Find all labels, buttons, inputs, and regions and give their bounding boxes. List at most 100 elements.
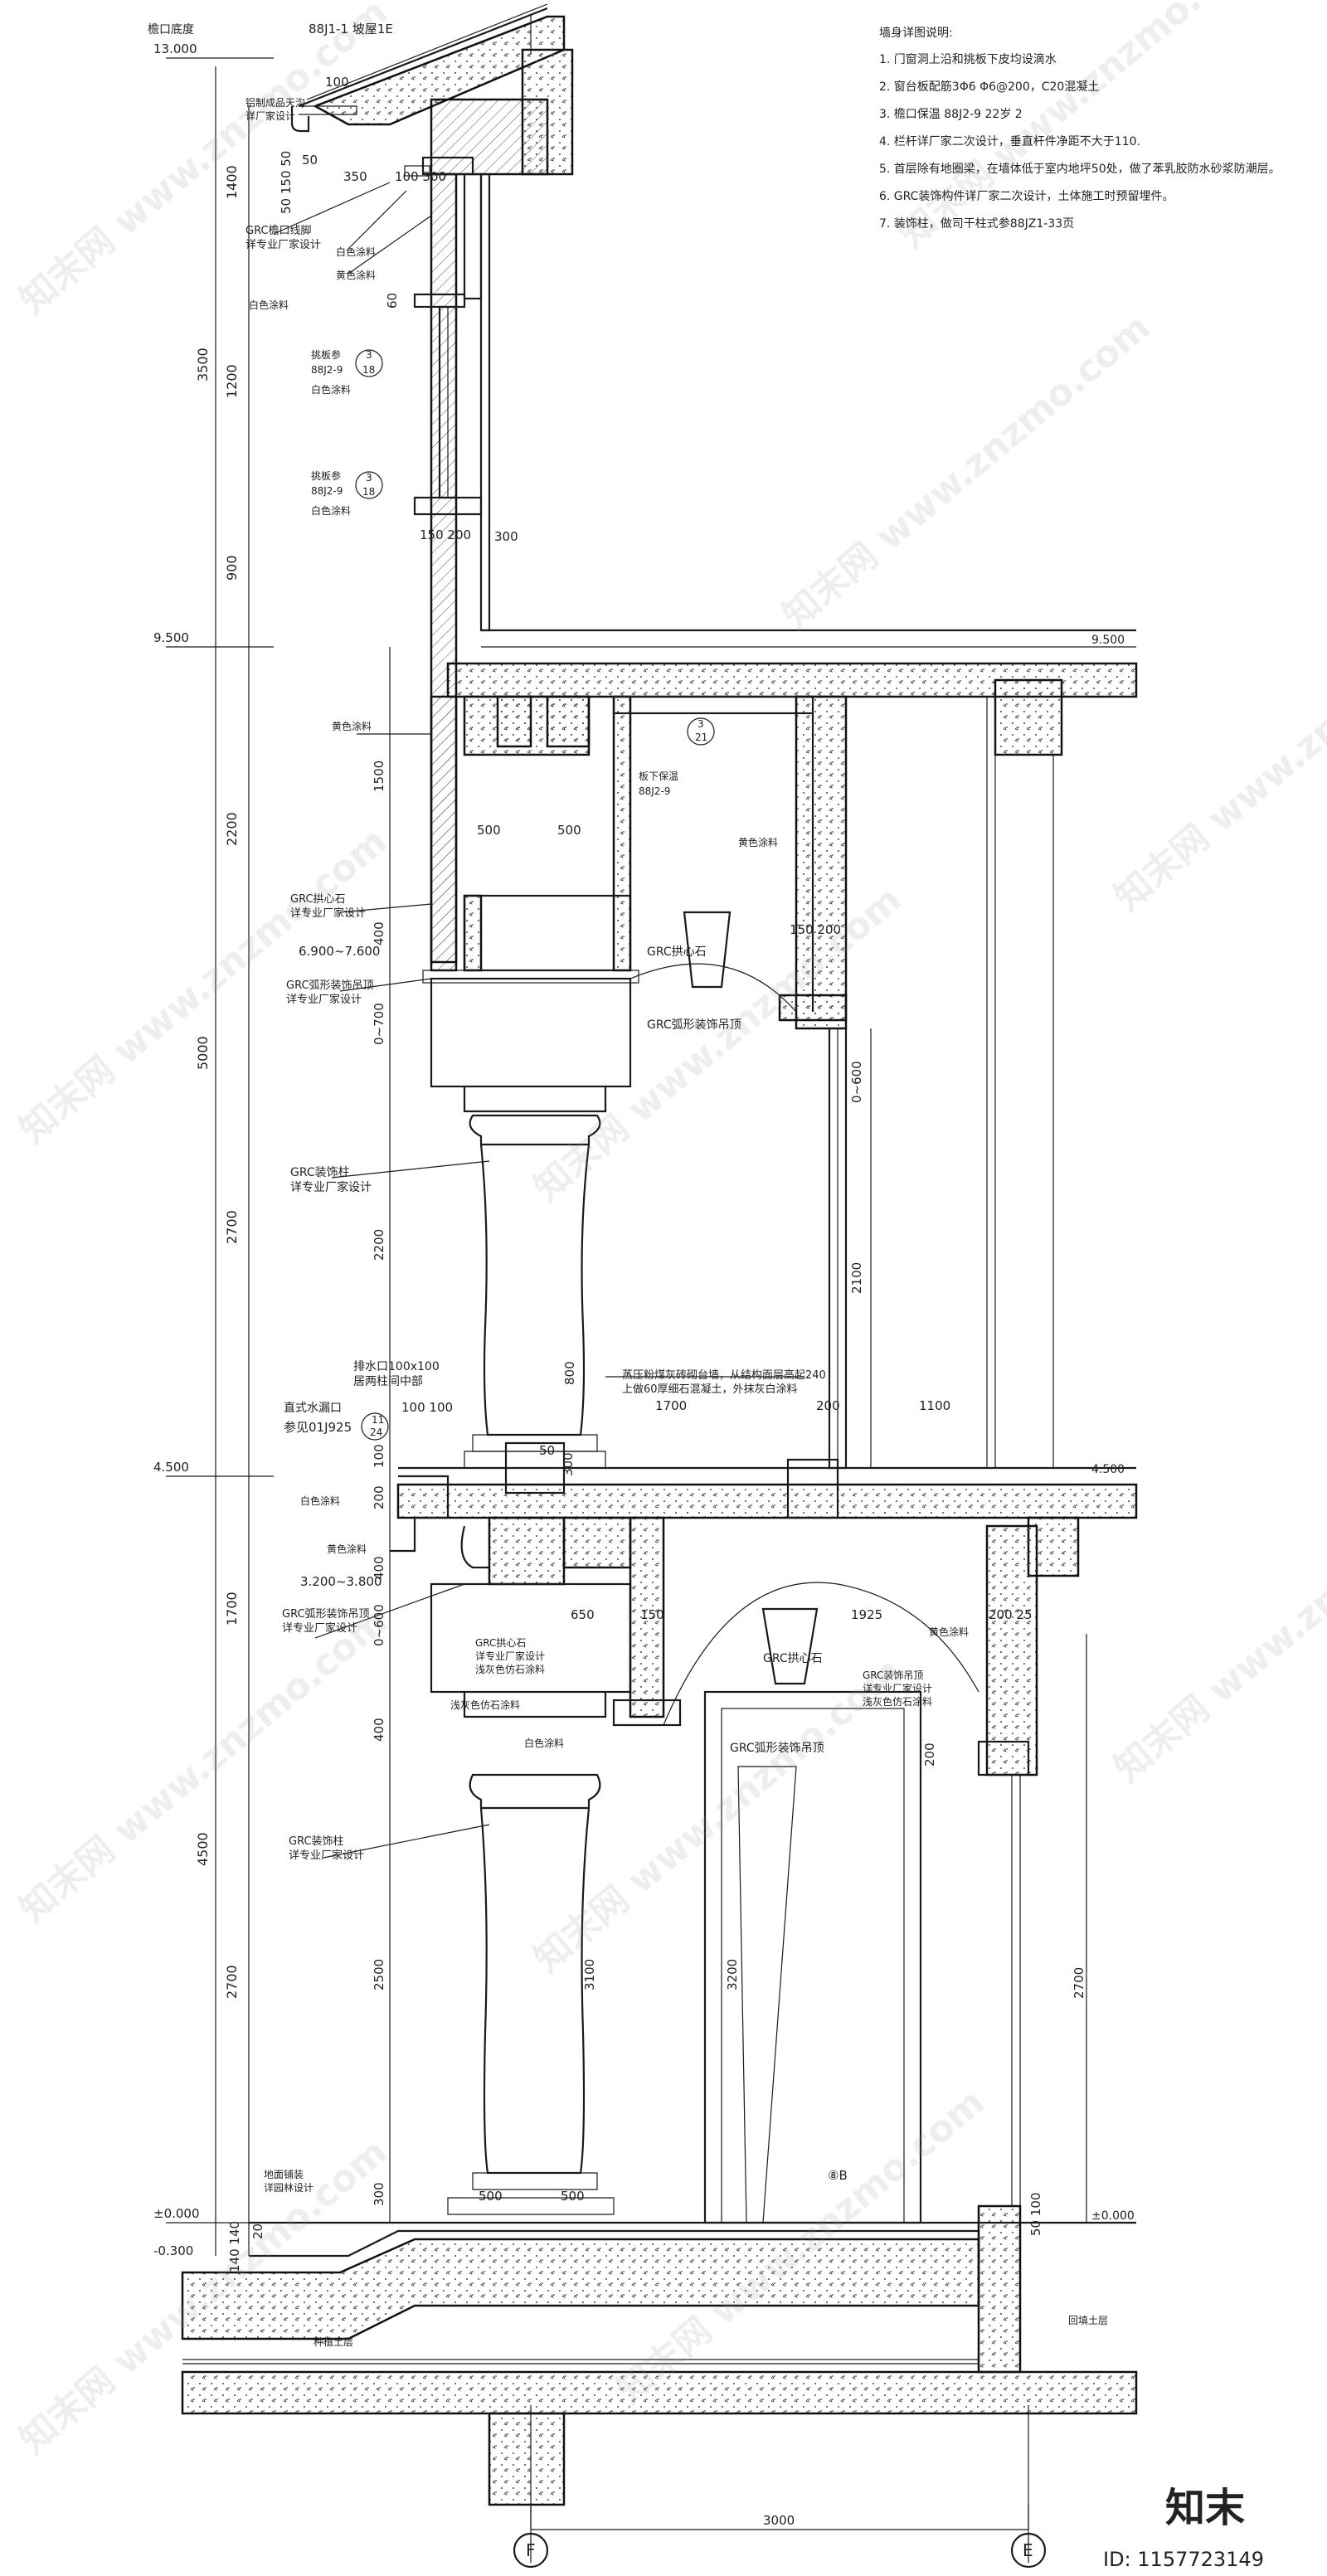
dimension-value: 300 xyxy=(561,1452,576,1476)
svg-text:知末网 www.znzmo.com: 知末网 www.znzmo.com xyxy=(526,878,909,1209)
reference-number: 3 xyxy=(366,472,372,484)
reference-number: 18 xyxy=(362,486,375,498)
dimension-value: 3200 xyxy=(725,1959,740,1990)
ground xyxy=(181,2204,1138,2506)
annotation-text: 墙身详图说明: 1. 门窗洞上沿和挑板下皮均设滴水 2. 窗台板配筋3Φ6 Φ6@2… xyxy=(148,22,1281,2571)
column-dimension: 200 xyxy=(372,1485,386,1509)
yellow-paint-label: 黄色涂料 xyxy=(336,269,376,281)
drain-label: 居两柱间中部 xyxy=(353,1375,423,1388)
slab-insulation-ref: 88J2-9 xyxy=(639,785,670,797)
inner-dimension: 1400 xyxy=(224,165,240,199)
reference-number: 3 xyxy=(698,718,704,730)
elevation-mark-right: 4.500 xyxy=(1091,1463,1125,1476)
inner-dimension: 2200 xyxy=(224,812,240,846)
grc-column-label: GRC装饰柱 xyxy=(290,1166,350,1179)
dimension-value: 650 xyxy=(571,1607,595,1622)
grc-keystone-label: 详专业厂家设计 xyxy=(290,906,366,920)
note-item: 1. 门窗洞上沿和挑板下皮均设滴水 xyxy=(879,52,1057,66)
inner-dimension: 900 xyxy=(224,555,240,581)
shelf-label: 挑板参 xyxy=(311,469,341,482)
yellow-paint-label: 黄色涂料 xyxy=(738,836,778,848)
dimension-value: 50 xyxy=(302,153,318,168)
note-item: 6. GRC装饰构件详厂家二次设计，土体施工时预留埋件。 xyxy=(879,189,1174,203)
elevation-mark: 4.500 xyxy=(153,1460,189,1475)
dimension-value: 200 xyxy=(816,1398,840,1413)
soil-label: 回填土层 xyxy=(1068,2315,1108,2326)
dimension-value: 50 100 xyxy=(1028,2193,1043,2237)
range-label: 3.200~3.800 xyxy=(300,1574,382,1589)
reference-number: 24 xyxy=(370,1427,382,1438)
inner-dimension: 2700 xyxy=(224,1210,240,1244)
column-dimension: 300 xyxy=(372,2182,386,2206)
grc-keystone-label: 浅灰色仿石涂料 xyxy=(475,1663,545,1675)
inner-dimension: 2700 xyxy=(224,1965,240,1999)
shelf-label: 挑板参 xyxy=(311,348,341,361)
dimension-value: 3000 xyxy=(763,2513,795,2528)
wall-note: 蒸压粉煤灰砖砌台墙，从结构面层高起240 xyxy=(622,1368,826,1382)
ref-circle-4 xyxy=(361,1412,389,1441)
dimension-value: ⑧B xyxy=(828,2168,848,2183)
yellow-paint-label: 黄色涂料 xyxy=(332,720,372,732)
upper-floor-wall xyxy=(430,695,1054,1470)
elevation-mark: ±0.000 xyxy=(153,2206,200,2221)
downpipe-ref: 参见01J925 xyxy=(284,1420,352,1435)
id-label: ID: 1157723149 xyxy=(1103,2548,1264,2571)
note-item: 4. 栏杆详厂家二次设计，垂直杆件净距不大于110. xyxy=(879,134,1140,148)
eave-height-label: 檐口底度 xyxy=(148,23,194,36)
dimension-value: 150 xyxy=(640,1607,664,1622)
range-label: 6.900~7.600 xyxy=(299,944,380,959)
column-dimension: 2500 xyxy=(372,1959,386,1990)
dimension-value: 50 150 50 xyxy=(279,151,294,214)
svg-text:知末网 www.znzmo.com: 知末网 www.znzmo.com xyxy=(526,1650,909,1981)
white-paint-label: 白色涂料 xyxy=(524,1737,564,1749)
axis-f-label: F xyxy=(526,2540,536,2560)
column-dimension: 0~600 xyxy=(372,1604,386,1646)
grc-arch-label: 详专业厂家设计 xyxy=(286,993,362,1006)
dimension-value: 50 xyxy=(539,1443,555,1458)
grc-eave-label: GRC檐口线脚 xyxy=(245,224,312,237)
eave-ref-label: 88J1-1 坡屋1E xyxy=(309,22,393,36)
notes-title: 墙身详图说明: xyxy=(879,27,953,40)
grc-keystone-label: GRC拱心石 xyxy=(647,945,707,959)
column-dimension: 400 xyxy=(372,921,386,945)
svg-text:知末网 www.znzmo.com: 知末网 www.znzmo.com xyxy=(1106,1459,1327,1790)
wall-note: 上做60厚细石混凝土，外抹灰白涂料 xyxy=(622,1383,798,1396)
roof xyxy=(298,3,574,176)
shelf-ref: 88J2-9 xyxy=(311,364,343,376)
grc-column-label: 详专业厂家设计 xyxy=(289,1849,364,1862)
dimension-value: 2700 xyxy=(1072,1967,1086,1999)
white-paint-label: 白色涂料 xyxy=(249,299,289,311)
axis-e-label: E xyxy=(1023,2540,1033,2560)
svg-text:知末网 www.znzmo.com: 知末网 www.znzmo.com xyxy=(1106,588,1327,919)
dimension-value: 500 xyxy=(557,823,581,838)
grc-arch-label: 详专业厂家设计 xyxy=(863,1682,932,1694)
paving-label: 地面铺装 xyxy=(264,2169,304,2180)
shelf-ref: 88J2-9 xyxy=(311,485,343,497)
reference-number: 3 xyxy=(366,349,372,361)
dimension-value: 100 xyxy=(325,75,349,90)
brand-mark: 知末 xyxy=(1165,2485,1245,2531)
leaders xyxy=(273,182,804,1859)
svg-text:知末网 www.znzmo.com: 知末网 www.znzmo.com xyxy=(775,306,1158,637)
gutter xyxy=(290,105,357,133)
slab-insulation-label: 板下保温 xyxy=(639,770,678,782)
column-dimension: 400 xyxy=(372,1718,386,1742)
ref-circle-1 xyxy=(355,349,383,377)
grc-arch-label: GRC装饰吊顶 xyxy=(863,1670,923,1681)
note-item: 2. 窗台板配筋3Φ6 Φ6@200，C20混凝土 xyxy=(879,80,1099,94)
gutter-label: 详厂家设计 xyxy=(245,109,295,122)
axis-f-bubble xyxy=(513,2505,549,2569)
grc-arch-label: 详专业厂家设计 xyxy=(282,1621,357,1635)
dimension-value: 100 300 xyxy=(395,169,446,184)
outer-dimension: 3500 xyxy=(195,348,211,382)
grc-keystone-label: GRC拱心石 xyxy=(290,893,346,906)
reference-number: 21 xyxy=(695,731,707,743)
grc-column-label: GRC装饰柱 xyxy=(289,1835,344,1848)
white-paint-label: 白色涂料 xyxy=(311,504,351,517)
grc-keystone-label: 详专业厂家设计 xyxy=(475,1650,545,1662)
white-paint-label: 白色涂料 xyxy=(300,1495,340,1507)
axis-e-bubble xyxy=(1010,2505,1047,2569)
column-dimension: 2200 xyxy=(372,1229,386,1261)
downpipe-label: 直式水漏口 xyxy=(284,1401,342,1415)
